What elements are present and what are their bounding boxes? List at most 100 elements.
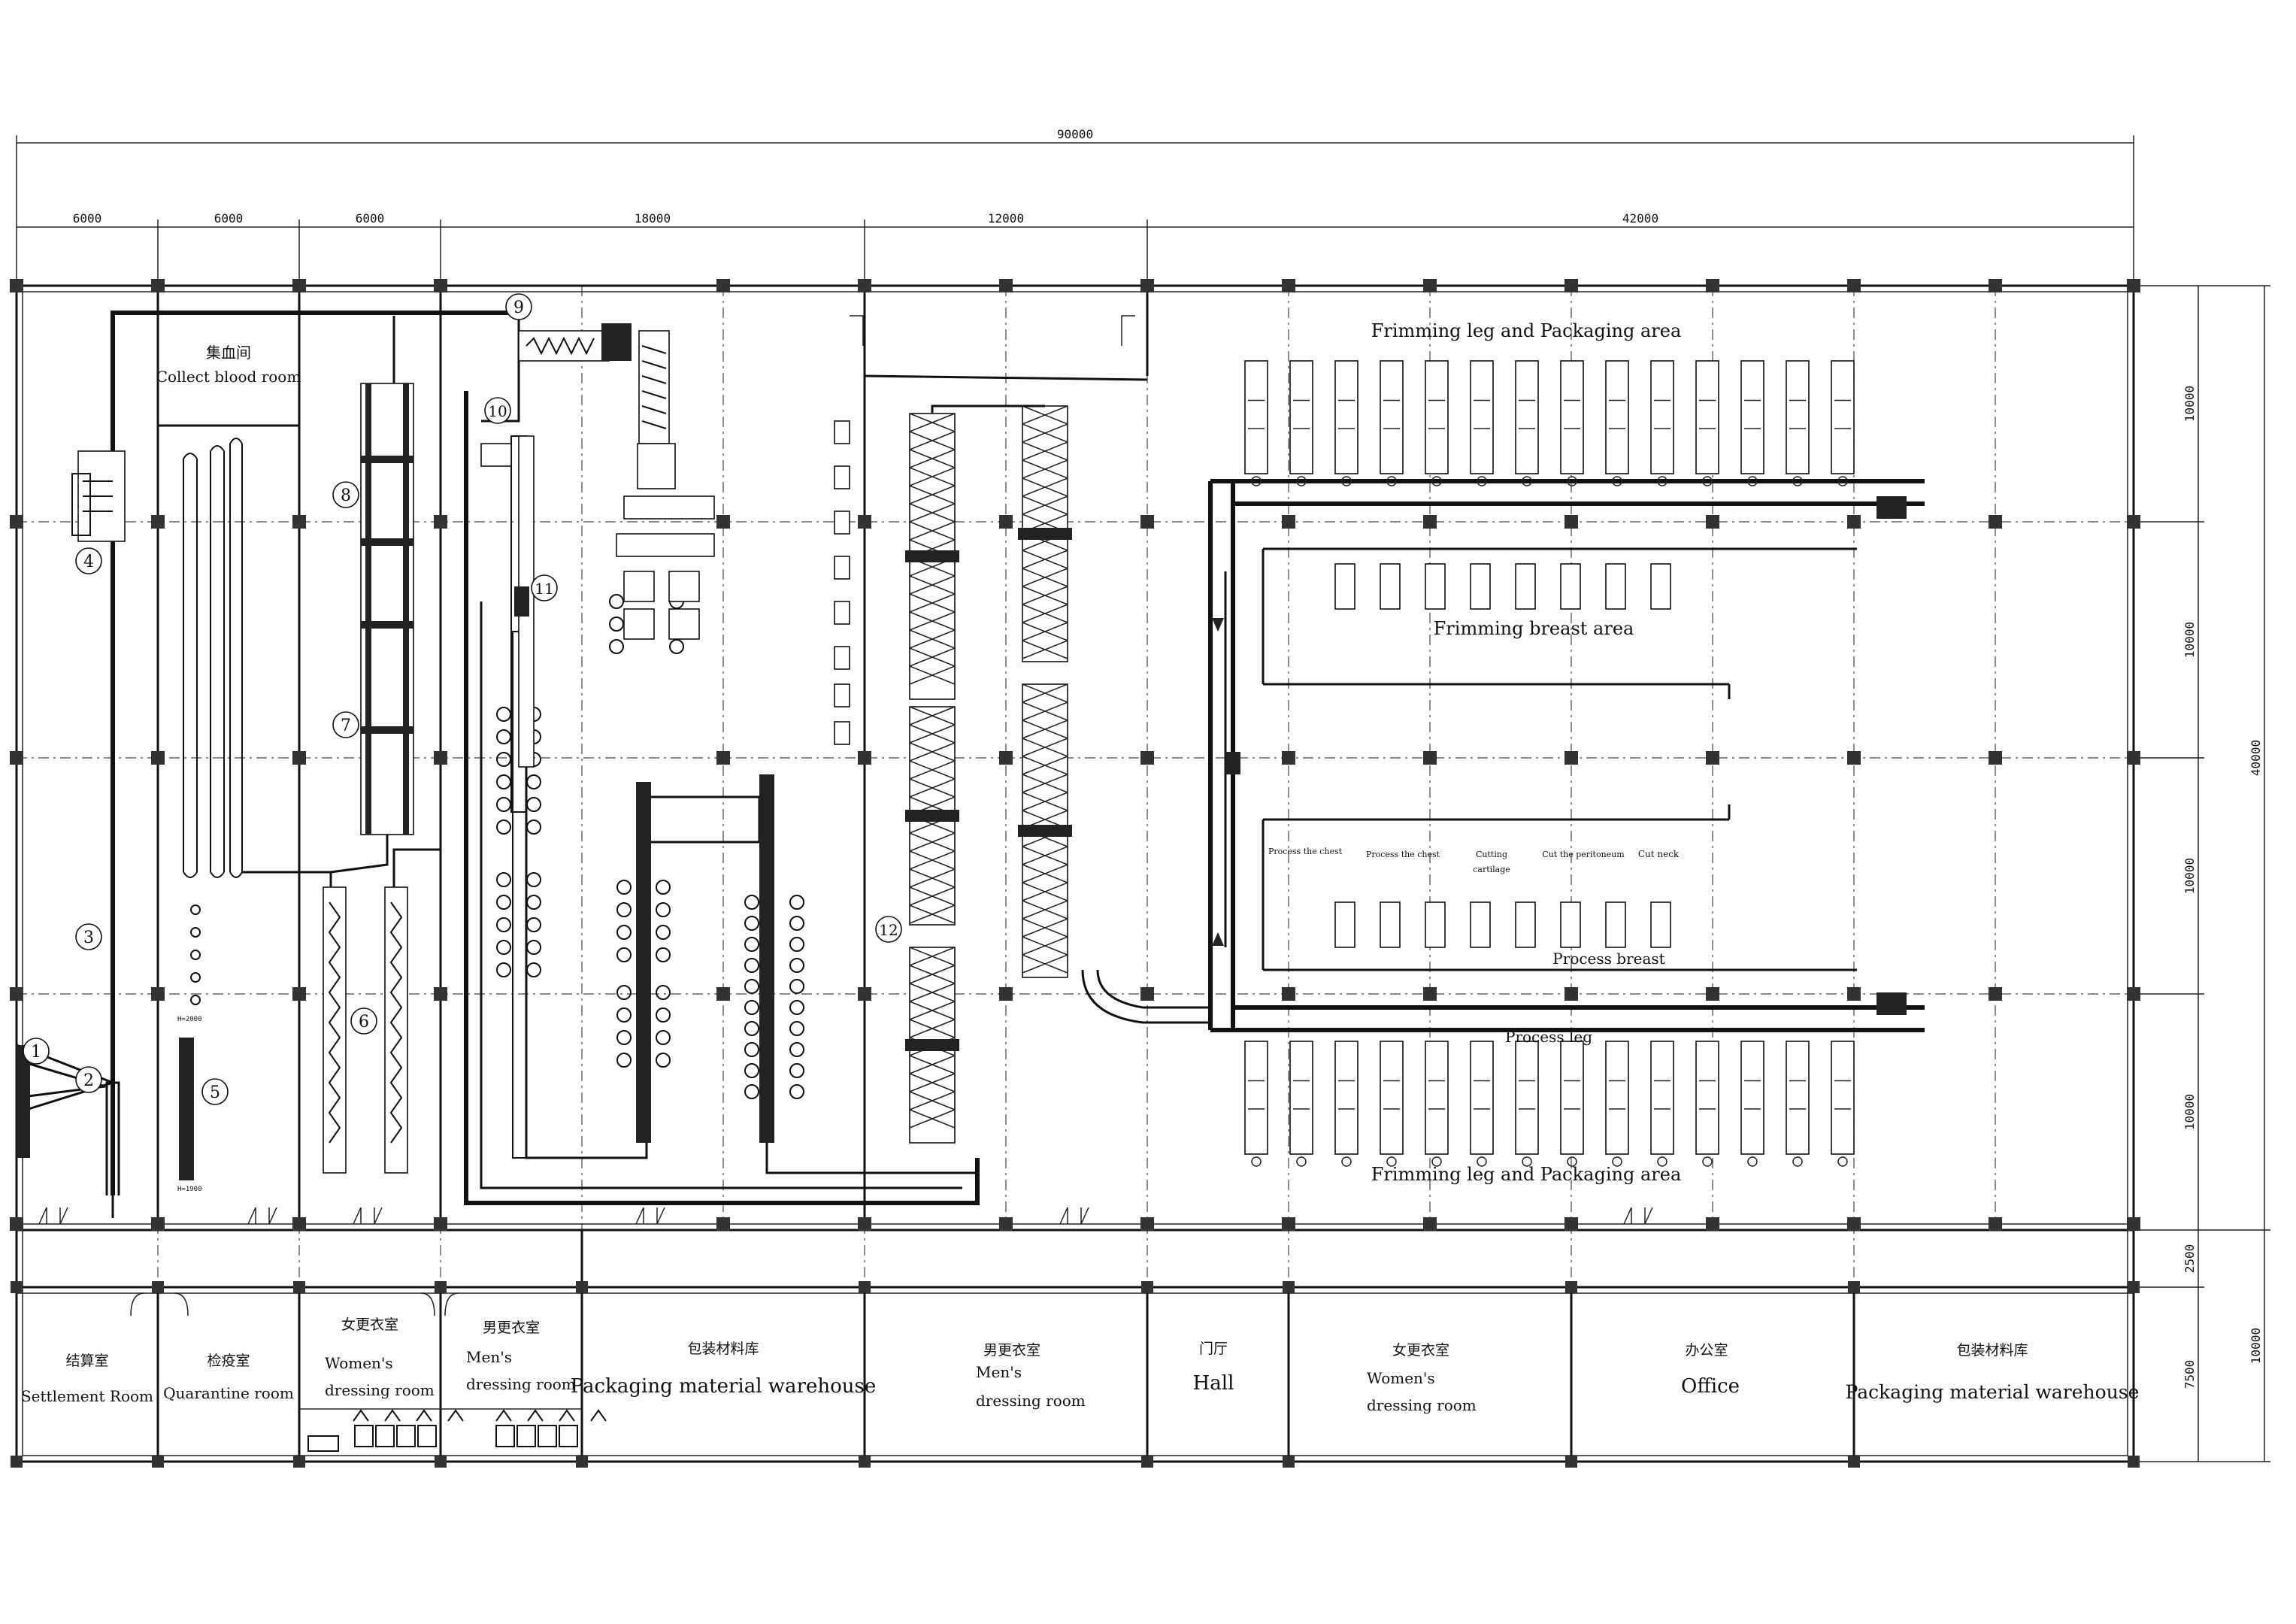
- marker-2: 2: [75, 1066, 102, 1093]
- room-women-2-cn: 女更衣室: [1392, 1342, 1449, 1359]
- dim-right-4: 10000: [2182, 1094, 2197, 1130]
- column: [576, 1281, 588, 1293]
- marker-10: 10: [484, 397, 511, 424]
- column: [1423, 1217, 1437, 1231]
- room-packaging-1-cn: 包装材料库: [687, 1341, 759, 1357]
- workstation: [656, 925, 671, 940]
- room-packaging-2-cn: 包装材料库: [1956, 1342, 2028, 1359]
- column: [1423, 279, 1437, 292]
- room-men-2-en2: dressing room: [976, 1392, 1086, 1410]
- workstation: [496, 872, 511, 887]
- equipment-cutting: [834, 360, 1925, 1167]
- marker-12: 12: [875, 916, 902, 943]
- trim-breast-label: Frimming breast area: [1434, 618, 1634, 639]
- trim-pack-bottom-label: Frimming leg and Packaging area: [1371, 1164, 1682, 1185]
- column: [999, 1217, 1013, 1231]
- workstation: [789, 1000, 804, 1015]
- equipment-chillers: [905, 404, 1072, 1144]
- structural-columns: [10, 279, 2140, 1468]
- column: [858, 515, 871, 529]
- svg-text:3: 3: [83, 929, 94, 947]
- column: [2127, 751, 2140, 765]
- column: [999, 751, 1013, 765]
- workstation: [789, 1063, 804, 1078]
- column: [1283, 1281, 1295, 1293]
- room-women-1-cn: 女更衣室: [341, 1316, 398, 1333]
- column: [1564, 515, 1578, 529]
- column: [2127, 1217, 2140, 1231]
- column: [2127, 515, 2140, 529]
- column: [1140, 987, 1154, 1001]
- column: [1141, 1456, 1153, 1468]
- workstation: [744, 937, 759, 952]
- dim-right-1: 10000: [2182, 386, 2197, 422]
- workstation: [616, 1030, 632, 1045]
- workstation: [744, 958, 759, 973]
- workstation: [744, 1063, 759, 1078]
- column: [292, 1217, 306, 1231]
- dim-seg-1: 6000: [73, 211, 102, 226]
- room-women-2-en: Women's: [1367, 1369, 1435, 1387]
- workstation: [526, 895, 541, 910]
- column: [1706, 515, 1719, 529]
- room-men-2-en: Men's: [976, 1363, 1022, 1381]
- column: [1565, 1281, 1577, 1293]
- column: [1140, 751, 1154, 765]
- column: [10, 515, 23, 529]
- process-leg-label: Process leg: [1505, 1028, 1592, 1046]
- workstation: [496, 729, 511, 744]
- svg-text:11: 11: [535, 580, 553, 598]
- equipment-fixtures: [307, 1409, 607, 1452]
- marker-7: 7: [332, 711, 359, 738]
- column: [716, 515, 730, 529]
- column: [1423, 987, 1437, 1001]
- column: [151, 987, 165, 1001]
- workstation: [496, 774, 511, 789]
- column: [859, 1456, 871, 1468]
- column: [293, 1456, 305, 1468]
- workstation: [656, 947, 671, 962]
- column: [10, 1217, 23, 1231]
- workstation: [789, 979, 804, 994]
- grid-axes: [17, 286, 2134, 1462]
- column: [1989, 279, 2002, 292]
- workstation: [526, 917, 541, 932]
- workstation: [789, 895, 804, 910]
- equipment-scald-pluck: [323, 316, 441, 1174]
- doors: [38, 315, 1653, 1316]
- workstation: [789, 916, 804, 931]
- workstation: [496, 820, 511, 835]
- collect-blood-en: Collect blood room: [156, 368, 301, 386]
- equipment-evisceration: [464, 313, 980, 1205]
- dim-seg-6: 42000: [1622, 211, 1658, 226]
- workstation: [656, 985, 671, 1000]
- room-men-1-en: Men's: [466, 1348, 512, 1366]
- workstation: [744, 1042, 759, 1057]
- marker-1: 1: [23, 1038, 50, 1065]
- workstation: [789, 937, 804, 952]
- workstation: [744, 1000, 759, 1015]
- svg-text:7: 7: [341, 717, 351, 735]
- column: [859, 1281, 871, 1293]
- room-settlement-cn: 结算室: [65, 1353, 108, 1369]
- workstation: [496, 752, 511, 767]
- workstation: [496, 797, 511, 812]
- column: [434, 751, 447, 765]
- column: [999, 515, 1013, 529]
- trim-pack-top-label: Frimming leg and Packaging area: [1371, 320, 1682, 341]
- dim-right-total: 40000: [2249, 740, 2263, 776]
- column: [434, 279, 447, 292]
- column: [858, 1217, 871, 1231]
- column: [1282, 987, 1295, 1001]
- workstation: [744, 1084, 759, 1099]
- room-hall-en: Hall: [1193, 1372, 1234, 1395]
- workstation: [789, 958, 804, 973]
- area-labels: 集血间 Collect blood room Frimming leg and …: [156, 320, 1682, 1193]
- svg-text:1: 1: [31, 1043, 41, 1062]
- marker-3: 3: [75, 923, 102, 950]
- collect-blood-cn: 集血间: [206, 344, 251, 362]
- column: [2128, 1456, 2140, 1468]
- column: [1847, 515, 1861, 529]
- workstation: [526, 820, 541, 835]
- column: [292, 987, 306, 1001]
